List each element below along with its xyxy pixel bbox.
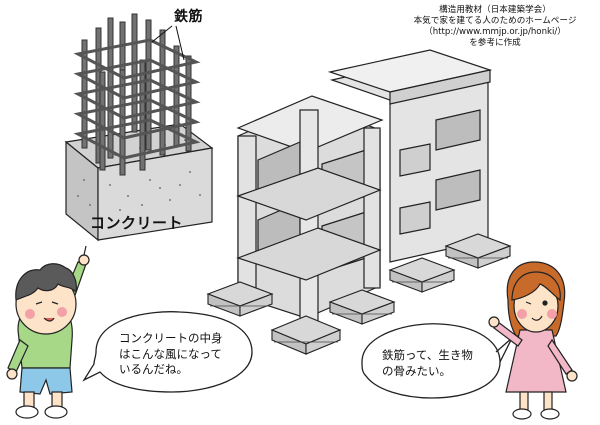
credit-line-1: 構造用教材（日本建築学会） [439,5,551,15]
boy-speech-bubble [82,311,253,393]
credit-line-2: 本気で家を建てる人のためのホームページ [413,16,577,26]
rebar-label: 鉄筋 [174,9,203,25]
rebar-leader-lines [151,25,185,61]
boy-speech-line-1: コンクリートの中身 [119,331,223,345]
rebar-cage [73,13,201,176]
girl-speech-line-1: 鉄筋って、生き物 [382,348,473,362]
credit-line-3: （http://www.mmjp.or.jp/honki/） [424,27,566,37]
girl-speech-text: 鉄筋って、生き物 の骨みたい。 [382,348,473,379]
girl-character [488,261,578,420]
boy-speech-line-2: はこんな風になって [119,346,222,361]
building-frame [236,49,493,323]
credit-line-4: を参考に作成 [469,38,521,48]
boy-speech-line-3: いるんだね。 [119,362,188,376]
boy-character [6,245,90,419]
girl-speech-bubble [361,323,513,399]
boy-speech-text: コンクリートの中身 はこんな風になって いるんだね。 [119,331,223,378]
girl-speech-line-2: の骨みたい。 [382,363,451,378]
concrete-label: コンクリート [90,214,184,232]
footings [206,233,512,355]
credit-note: 構造用教材（日本建築学会） 本気で家を建てる人のためのホームページ （http:… [392,5,598,49]
